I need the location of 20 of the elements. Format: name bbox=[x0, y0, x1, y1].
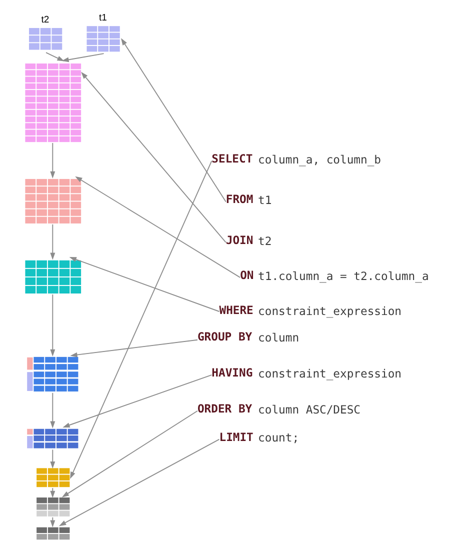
node-text: GROUP BY bbox=[197, 329, 252, 344]
node-label: t1 bbox=[99, 12, 107, 24]
node-text: LIMIT bbox=[219, 430, 254, 444]
node-label: t1.column_a = t2.column_a bbox=[258, 268, 429, 283]
node-text: JOIN bbox=[226, 232, 254, 247]
node-text: FROM bbox=[226, 192, 254, 206]
node-label: column_a, column_b bbox=[258, 152, 381, 166]
node-label: t2 bbox=[258, 234, 272, 248]
node-label: t1 bbox=[258, 193, 272, 208]
node-text: HAVING bbox=[212, 365, 253, 380]
node-label: count; bbox=[258, 430, 300, 445]
node-text: ON bbox=[240, 268, 254, 282]
node-label: column ASC/DESC bbox=[258, 402, 361, 416]
node-label: constraint_expression bbox=[258, 304, 402, 318]
node-text: WHERE bbox=[219, 302, 254, 317]
node-label: column bbox=[258, 330, 300, 344]
node-label: constraint_expression bbox=[258, 366, 402, 380]
node-text: SELECT bbox=[212, 152, 253, 166]
node-text: ORDER BY bbox=[197, 401, 252, 416]
node-label: t2 bbox=[41, 14, 50, 26]
